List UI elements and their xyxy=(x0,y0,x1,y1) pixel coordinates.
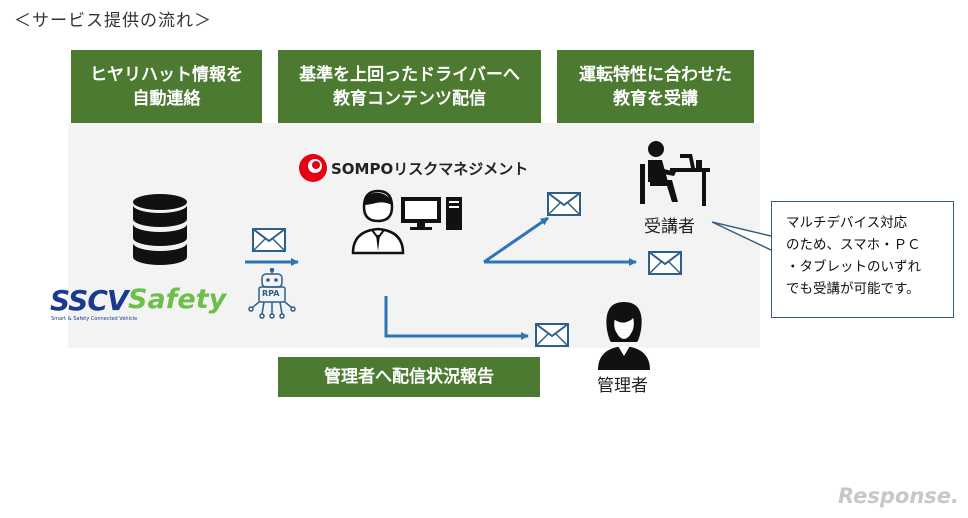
sscv-logo: SSCV xyxy=(50,284,129,317)
step-1-line1: ヒヤリハット情報を xyxy=(90,64,243,85)
desk-person-icon xyxy=(640,141,710,206)
sscv-logo-sub: Smart & Safety Connected Vehicle xyxy=(51,316,138,322)
note-line-4: でも受講が可能です。 xyxy=(786,281,920,297)
envelope-icon xyxy=(648,251,682,275)
step-1-line2: 自動連絡 xyxy=(132,88,201,109)
envelope-icon xyxy=(252,228,286,252)
step-box-2: 基準を上回ったドライバーへ 教育コンテンツ配信 xyxy=(278,50,541,123)
report-label: 管理者へ配信状況報告 xyxy=(324,367,494,387)
note-line-2: のため、スマホ・ＰＣ xyxy=(786,237,921,253)
database-icon xyxy=(133,194,187,265)
worker-icon xyxy=(351,189,405,255)
robot-icon xyxy=(248,268,296,319)
arrow-to-manager xyxy=(384,296,529,340)
response-watermark: Response. xyxy=(838,484,959,508)
page-title: ＜サービス提供の流れ＞ xyxy=(14,11,212,31)
multi-device-note: マルチデバイス対応 のため、スマホ・ＰＣ ・タブレットのいずれ でも受講が可能で… xyxy=(771,201,954,318)
note-pointer xyxy=(711,221,772,251)
woman-icon xyxy=(598,302,650,370)
trainee-label: 受講者 xyxy=(644,217,695,237)
computer-icon xyxy=(401,197,462,230)
step-3-line2: 教育を受講 xyxy=(613,88,698,109)
manager-label: 管理者 xyxy=(597,376,648,396)
note-line-3: ・タブレットのいずれ xyxy=(786,259,921,275)
report-box: 管理者へ配信状況報告 xyxy=(278,357,540,397)
note-line-1: マルチデバイス対応 xyxy=(786,215,908,231)
sompo-logo-text: SOMPOリスクマネジメント xyxy=(331,160,529,178)
envelope-icon xyxy=(535,323,569,347)
step-box-1: ヒヤリハット情報を 自動連絡 xyxy=(71,50,262,123)
step-3-line1: 運転特性に合わせた xyxy=(579,64,732,85)
envelope-icon xyxy=(547,192,581,216)
arrow-to-trainee-upper xyxy=(483,216,549,264)
step-2-line2: 教育コンテンツ配信 xyxy=(333,88,486,109)
rpa-label: RPA xyxy=(262,289,280,298)
safety-logo: Safety xyxy=(128,284,227,315)
step-box-3: 運転特性に合わせた 教育を受講 xyxy=(557,50,754,123)
sompo-logo-icon xyxy=(299,154,327,182)
step-2-line1: 基準を上回ったドライバーへ xyxy=(299,64,520,85)
